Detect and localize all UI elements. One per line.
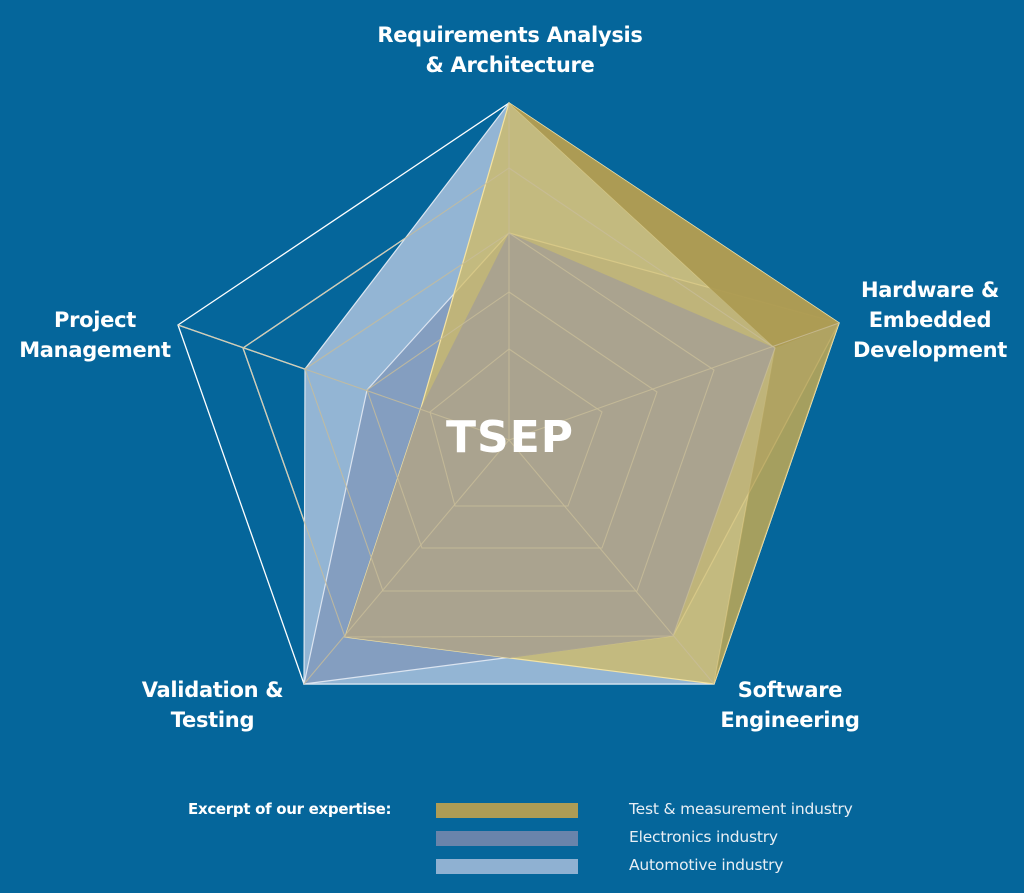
axis-label-software: Software Engineering — [720, 678, 860, 732]
legend-swatch-automotive — [436, 859, 578, 874]
legend-label: Automotive industry — [629, 856, 784, 874]
legend-swatch-test-measurement — [436, 803, 578, 818]
legend-swatch-electronics — [436, 831, 578, 846]
axis-label-project-management: Project Management — [19, 308, 171, 362]
legend-label: Test & measurement industry — [629, 800, 853, 818]
axis-label-validation: Validation & Testing — [141, 678, 284, 732]
legend-item-test-measurement: Test & measurement industry — [436, 800, 1024, 822]
center-title: TSEP — [445, 412, 574, 463]
grid-inner — [177, 103, 840, 685]
series-test-measurement-exclusive — [509, 103, 839, 348]
legend-item-electronics: Electronics industry — [436, 828, 1024, 850]
axis-label-requirements: Requirements Analysis & Architecture — [377, 23, 643, 77]
legend-title: Excerpt of our expertise: — [188, 800, 392, 818]
legend-item-automotive: Automotive industry — [436, 856, 1024, 878]
axis-label-hardware: Hardware & Embedded Development — [852, 278, 1008, 362]
legend-label: Electronics industry — [629, 828, 778, 846]
series-test-measurement-exclusive-2 — [714, 323, 839, 684]
